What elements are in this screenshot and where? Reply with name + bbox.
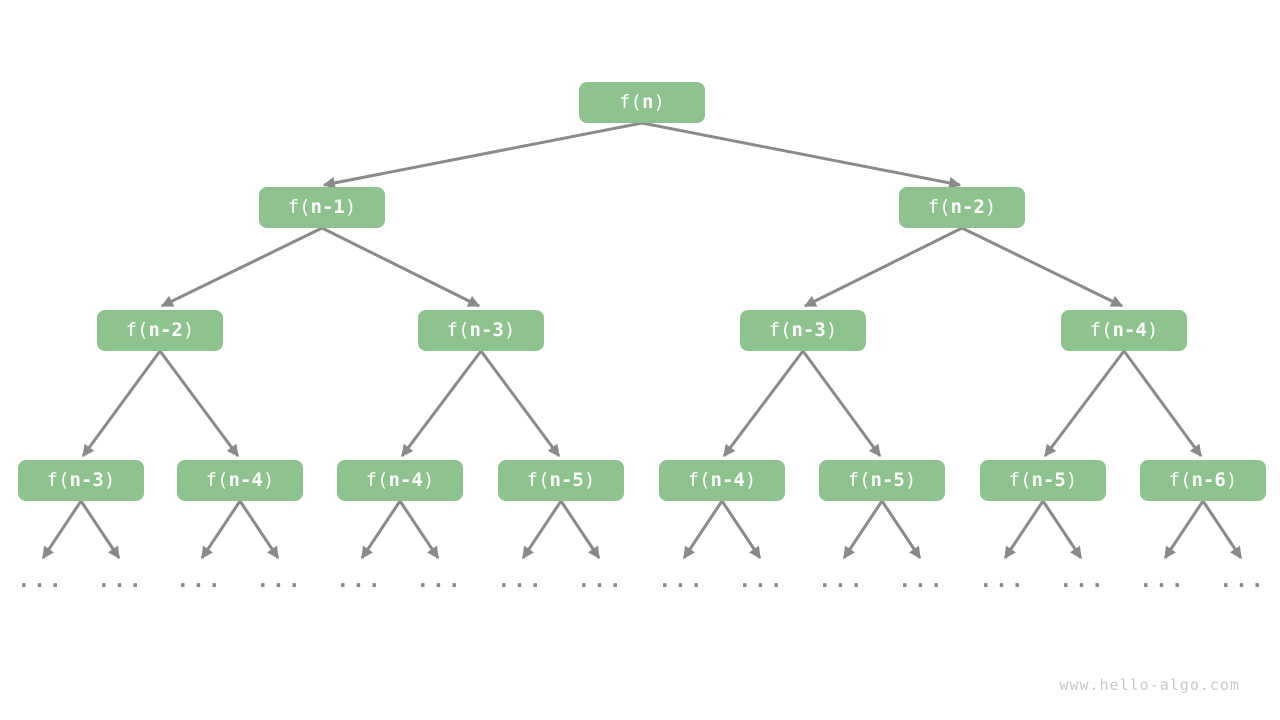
node-label-arg: n-5 (549, 469, 584, 491)
ellipsis-leaf: ... (1219, 568, 1267, 592)
ellipsis-leaf: ... (738, 568, 786, 592)
ellipsis-leaf: ... (176, 568, 224, 592)
tree-node: f(n-5) (980, 460, 1106, 501)
node-label-arg: n-2 (148, 319, 183, 341)
node-label: f( (768, 319, 792, 341)
node-label: ) (344, 196, 357, 218)
tree-node: f(n-3) (418, 310, 544, 351)
node-label: f( (687, 469, 711, 491)
tree-node: f(n-5) (498, 460, 624, 501)
ellipsis-leaf: ... (336, 568, 384, 592)
node-label: ) (1065, 469, 1078, 491)
node-label: ) (103, 469, 116, 491)
node-label-arg: n-5 (1031, 469, 1066, 491)
node-label: f( (1168, 469, 1192, 491)
node-label: f( (125, 319, 149, 341)
node-label: ) (744, 469, 757, 491)
tree-node: f(n-2) (899, 187, 1025, 228)
node-label: f( (619, 91, 642, 113)
ellipsis-leaf: ... (979, 568, 1027, 592)
tree-node: f(n-3) (18, 460, 144, 501)
node-label-arg: n (641, 91, 654, 113)
tree-node: f(n-4) (1061, 310, 1187, 351)
tree-node: f(n-6) (1140, 460, 1266, 501)
tree-node: f(n-2) (97, 310, 223, 351)
node-label: f( (205, 469, 229, 491)
node-label: f( (1089, 319, 1113, 341)
tree-node: f(n-1) (259, 187, 385, 228)
ellipsis-leaf: ... (577, 568, 625, 592)
node-label: f( (1008, 469, 1032, 491)
tree-node-root: f(n) (579, 82, 705, 123)
node-label-arg: n-2 (950, 196, 985, 218)
node-label: ) (1146, 319, 1159, 341)
node-label: f( (446, 319, 470, 341)
node-label: ) (583, 469, 596, 491)
ellipsis-leaf: ... (97, 568, 145, 592)
node-label: f( (526, 469, 550, 491)
node-label: ) (422, 469, 435, 491)
tree-node: f(n-4) (337, 460, 463, 501)
node-label-arg: n-4 (388, 469, 423, 491)
node-label: f( (46, 469, 70, 491)
node-label-arg: n-4 (228, 469, 263, 491)
node-label-arg: n-3 (69, 469, 104, 491)
ellipsis-leaf: ... (658, 568, 706, 592)
node-label: f( (847, 469, 871, 491)
node-label: f( (927, 196, 951, 218)
node-label: ) (825, 319, 838, 341)
node-label-arg: n-5 (870, 469, 905, 491)
node-label: ) (262, 469, 275, 491)
node-label-arg: n-3 (469, 319, 504, 341)
tree-node: f(n-3) (740, 310, 866, 351)
ellipsis-leaf: ... (497, 568, 545, 592)
node-label: f( (287, 196, 311, 218)
ellipsis-leaf: ... (1139, 568, 1187, 592)
node-label: ) (984, 196, 997, 218)
node-label-arg: n-6 (1191, 469, 1226, 491)
ellipsis-leaf: ... (818, 568, 866, 592)
node-label: ) (653, 91, 665, 113)
node-label-arg: n-1 (310, 196, 345, 218)
node-label: ) (1225, 469, 1238, 491)
node-label: ) (904, 469, 917, 491)
node-label: ) (182, 319, 195, 341)
node-label-arg: n-4 (710, 469, 745, 491)
node-label-arg: n-4 (1112, 319, 1147, 341)
ellipsis-leaf: ... (898, 568, 946, 592)
tree-node: f(n-4) (177, 460, 303, 501)
node-label-arg: n-3 (791, 319, 826, 341)
tree-node: f(n-4) (659, 460, 785, 501)
ellipsis-leaf: ... (1059, 568, 1107, 592)
watermark-text: www.hello-algo.com (1059, 676, 1240, 694)
ellipsis-leaf: ... (256, 568, 304, 592)
ellipsis-leaf: ... (17, 568, 65, 592)
tree-node: f(n-5) (819, 460, 945, 501)
node-label: f( (365, 469, 389, 491)
ellipsis-leaf: ... (416, 568, 464, 592)
node-label: ) (503, 319, 516, 341)
